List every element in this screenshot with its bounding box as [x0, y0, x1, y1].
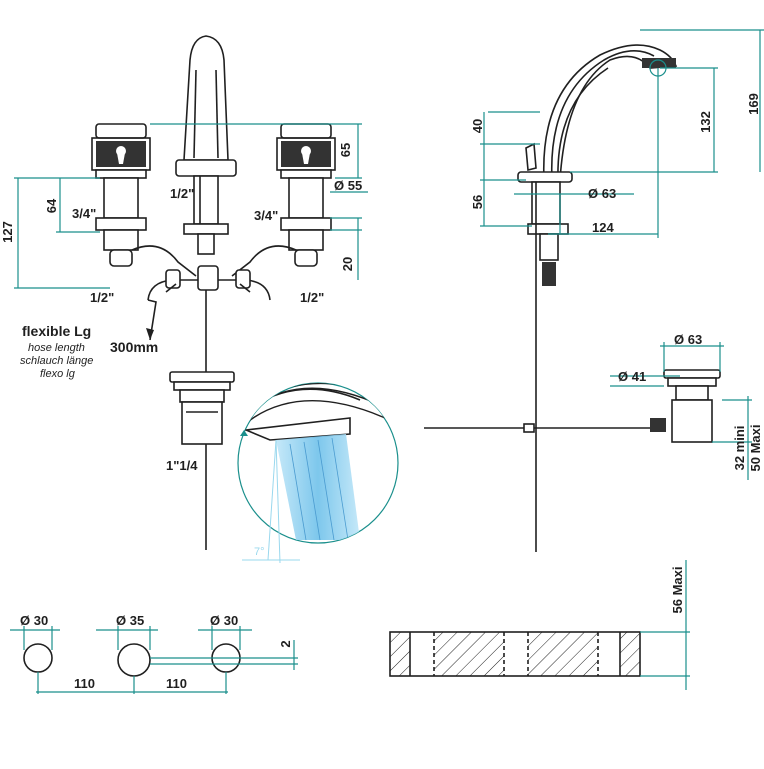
spout — [175, 35, 237, 255]
side-dim-h169: 169 — [746, 93, 761, 115]
dim-d55: Ø 55 — [334, 178, 362, 193]
waste-thread-label: 1"1/4 — [166, 458, 198, 473]
deck-section: 56 Maxi — [389, 560, 690, 690]
left-handle-valve — [91, 123, 151, 267]
side-dim-w124: 124 — [592, 220, 614, 235]
front-dimensions — [14, 123, 368, 289]
dim-h127: 127 — [0, 221, 15, 243]
hose-note-spanish: flexo lg — [40, 368, 76, 380]
hose-note-german: schlauch länge — [20, 355, 93, 367]
waste-dim-d63: Ø 63 — [674, 332, 702, 347]
hose-note-english: hose length — [28, 342, 85, 354]
side-dim-d63: Ø 63 — [588, 186, 616, 201]
hose-length-note: flexible Lg hose length schlauch länge f… — [20, 299, 158, 380]
front-view: 65 Ø 55 20 64 127 3/4" 3/4" 1/2" 1/2" 1/… — [0, 35, 368, 550]
dim-h64: 64 — [44, 198, 59, 213]
hole-dim-d35: Ø 35 — [116, 613, 144, 628]
hole-dim-110-left: 110 — [74, 676, 95, 691]
waste-side-view: Ø 63 Ø 41 32 mini 50 Maxi — [610, 332, 763, 480]
hole-dim-d30-right: Ø 30 — [210, 613, 238, 628]
hole-dim-h2: 2 — [278, 640, 293, 647]
hose-note-title: flexible Lg — [22, 323, 91, 339]
side-dim-h132: 132 — [698, 111, 713, 133]
hole-dim-d30-left: Ø 30 — [20, 613, 48, 628]
side-dim-h56: 56 — [470, 195, 485, 209]
thread-spout-1-2: 1/2" — [170, 186, 194, 201]
side-view: 40 56 Ø 63 124 132 169 — [424, 29, 764, 552]
thread-right-1-2: 1/2" — [300, 290, 324, 305]
right-handle-valve — [276, 123, 336, 267]
waste-dim-50-maxi: 50 Maxi — [748, 425, 763, 472]
side-dim-h40: 40 — [470, 119, 485, 133]
angle-label: 7° — [254, 546, 265, 558]
waste-dim-32-mini: 32 mini — [732, 426, 747, 471]
hose-length-value: 300mm — [110, 339, 158, 355]
dim-h65: 65 — [338, 143, 353, 157]
waste-dim-d41: Ø 41 — [618, 369, 646, 384]
deck-dim-56-maxi: 56 Maxi — [670, 567, 685, 614]
thread-left-3-4: 3/4" — [72, 206, 96, 221]
pop-up-waste — [169, 290, 235, 550]
thread-right-3-4: 3/4" — [254, 208, 278, 223]
thread-left-1-2: 1/2" — [90, 290, 114, 305]
deck-holes-plan: Ø 30 Ø 35 Ø 30 2 110 110 — [10, 613, 298, 694]
hole-dim-110-right: 110 — [166, 676, 187, 691]
hoses — [131, 245, 297, 301]
aerator-detail: 7° — [237, 382, 399, 564]
dim-h20: 20 — [340, 257, 355, 271]
